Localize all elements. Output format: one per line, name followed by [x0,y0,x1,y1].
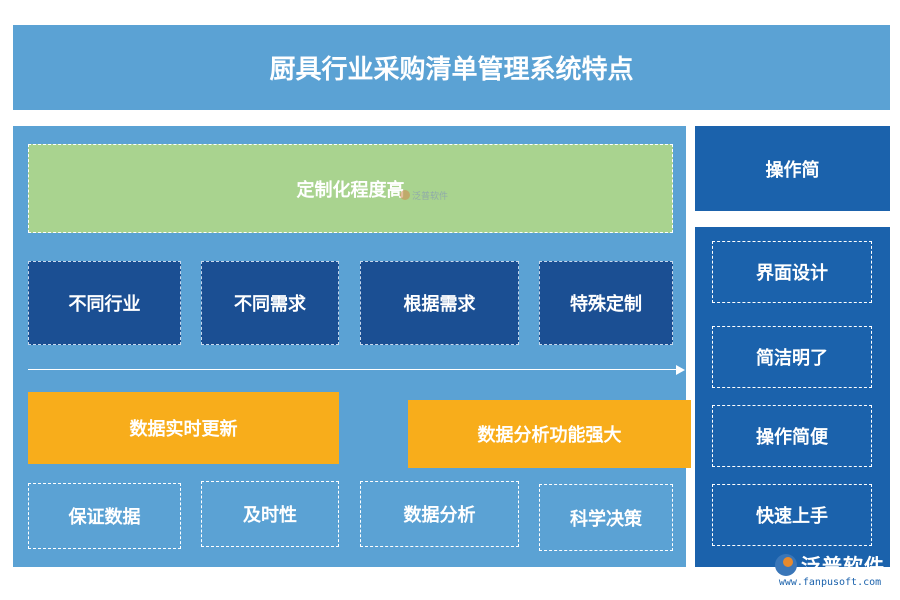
watermark-text: 泛普软件 [412,191,449,202]
side-item-easy-operation: 操作简便 [712,405,872,467]
watermark-logo-icon [400,190,410,200]
customization-item-needs: 不同需求 [201,261,339,345]
brand-name: 泛普软件 [801,554,885,578]
page-title: 厨具行业采购清单管理系统特点 [13,25,890,110]
brand-watermark: 泛普软件 www.fanpusoft.com [760,550,900,600]
flow-arrow-line [28,369,678,370]
bottom-item-scientific-decision: 科学决策 [539,484,673,551]
data-analysis-box: 数据分析功能强大 [408,400,691,468]
bottom-item-data-analysis: 数据分析 [360,481,519,547]
side-item-interface: 界面设计 [712,241,872,303]
flow-arrow-head-icon [676,365,685,375]
side-panel-title: 操作简 [695,126,890,211]
watermark: 泛普软件 [400,186,460,204]
customization-item-special: 特殊定制 [539,261,673,345]
customization-item-industry: 不同行业 [28,261,181,345]
customization-banner: 定制化程度高 [28,144,673,233]
side-item-concise: 简洁明了 [712,326,872,388]
brand-url: www.fanpusoft.com [778,577,882,588]
side-item-quick-start: 快速上手 [712,484,872,546]
brand-logo-icon [775,553,797,576]
bottom-item-ensure-data: 保证数据 [28,483,181,549]
realtime-update-box: 数据实时更新 [28,392,339,464]
bottom-item-timeliness: 及时性 [201,481,339,547]
customization-item-by-needs: 根据需求 [360,261,519,345]
